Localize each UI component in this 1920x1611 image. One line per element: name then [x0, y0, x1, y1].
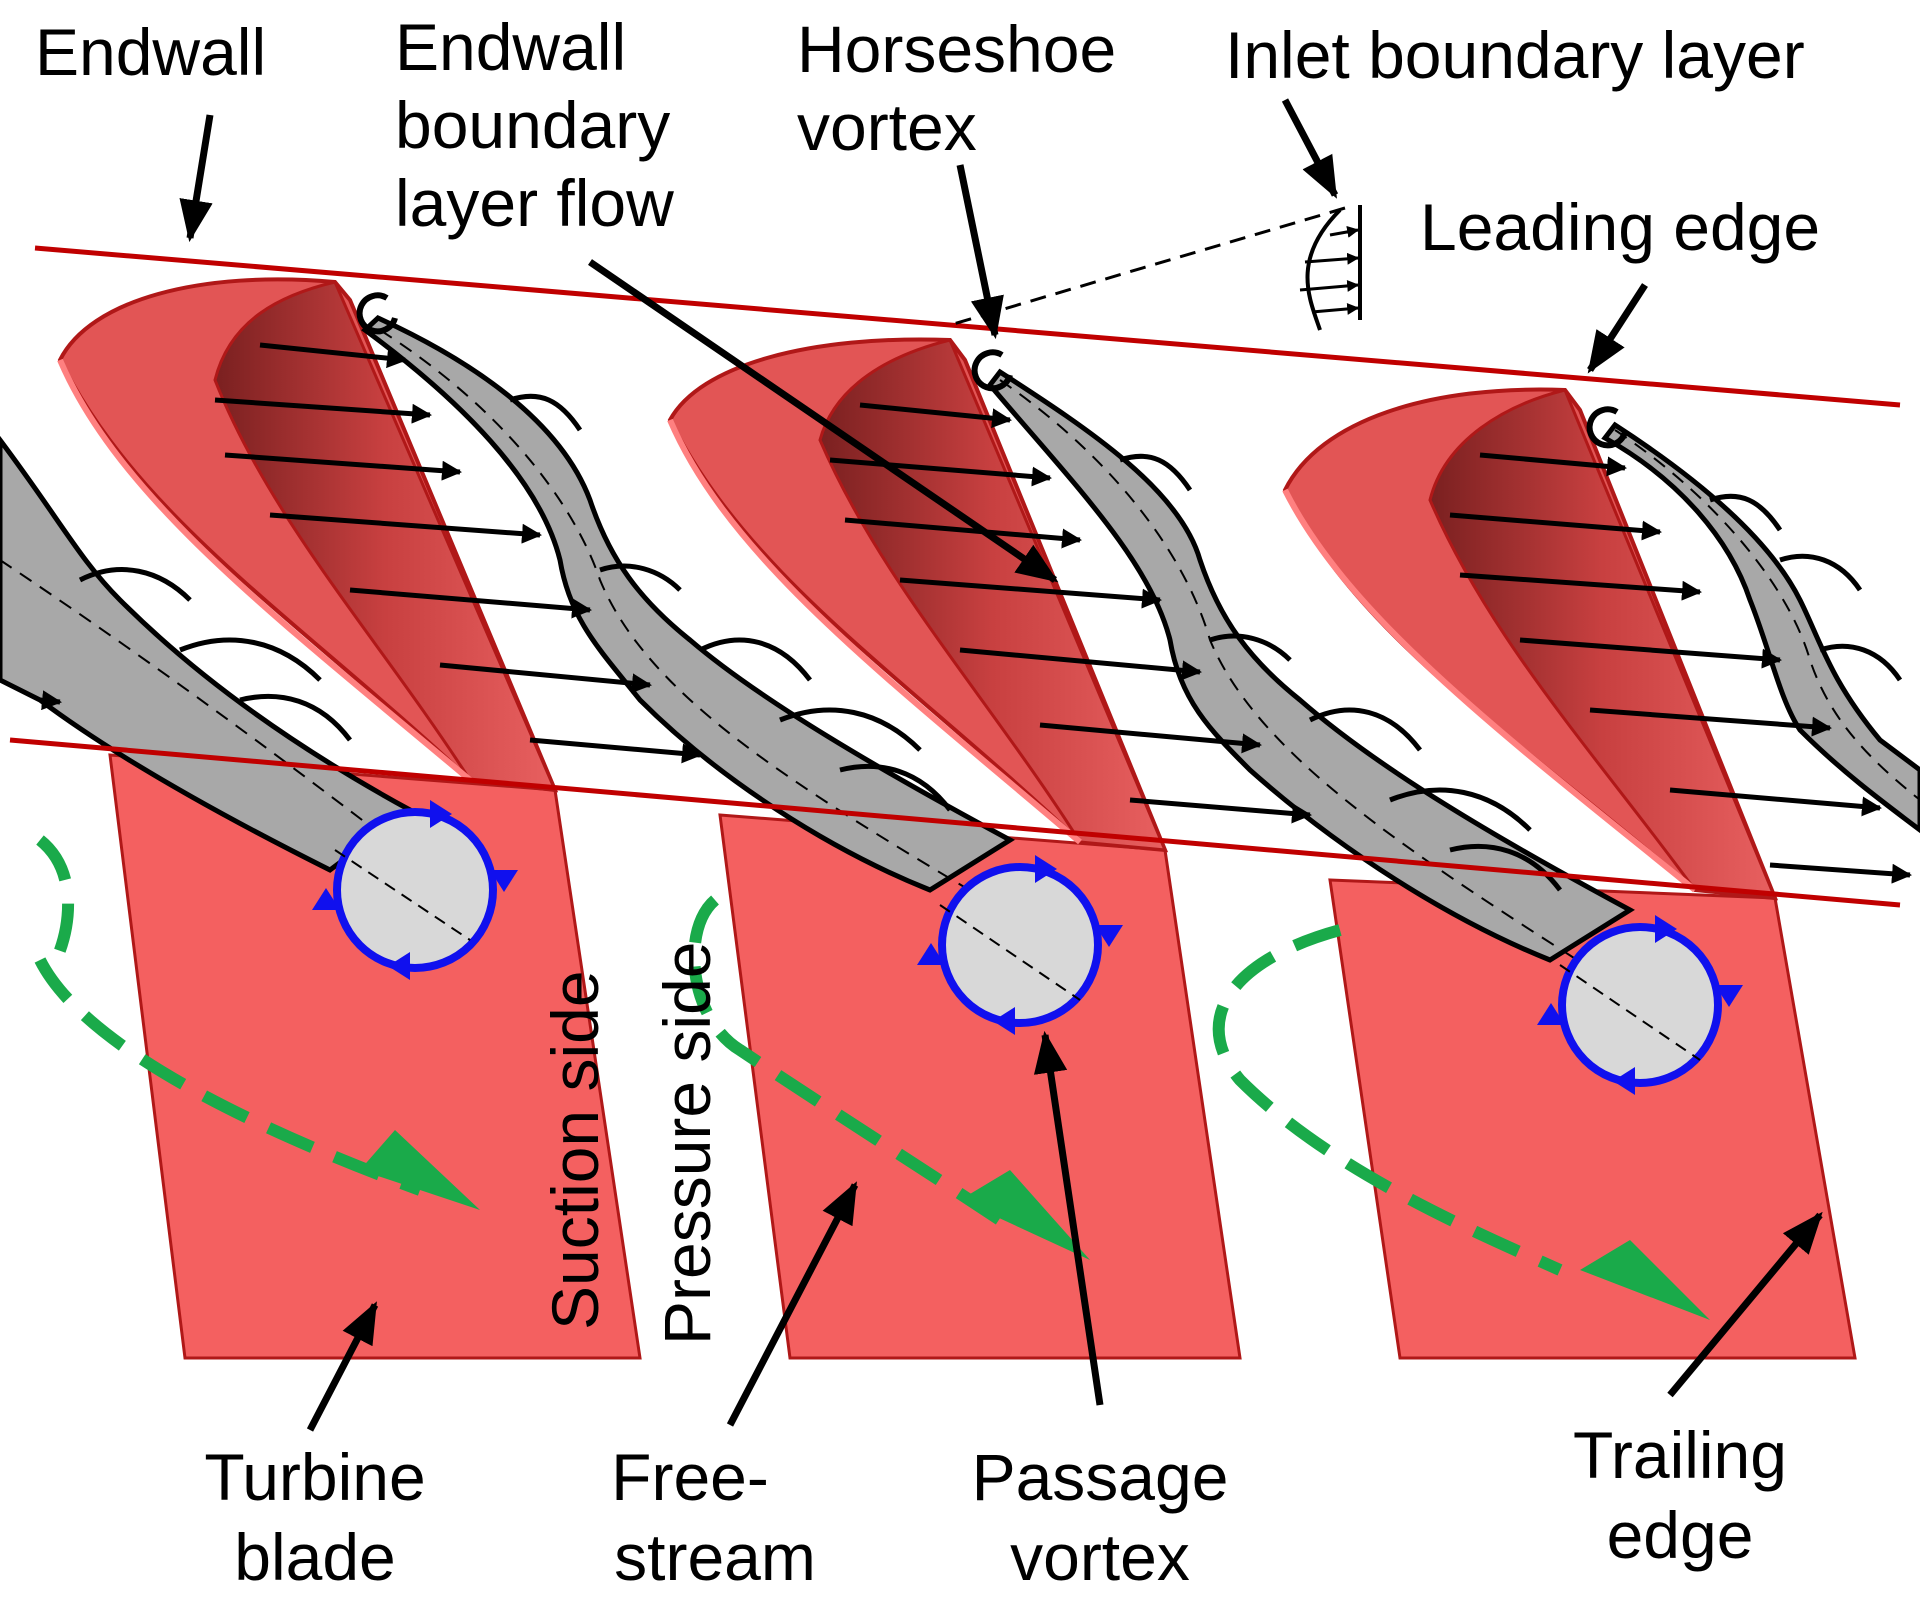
endwall-top-line — [34, 245, 1901, 408]
label-endwall: Endwall — [35, 15, 266, 89]
label-suction-side: Suction side — [538, 970, 612, 1330]
label-passage-vortex-line2: vortex — [1010, 1520, 1190, 1594]
freestream-arrowheads — [360, 1130, 1710, 1320]
label-turbine-line2: blade — [234, 1520, 396, 1594]
passage-vortex-3 — [1537, 915, 1743, 1095]
label-turbine-line1: Turbine — [204, 1440, 425, 1514]
passage-vortex-2 — [917, 855, 1123, 1035]
label-endwall-bl-line1: Endwall — [395, 10, 626, 84]
label-pointers — [179, 98, 1823, 1432]
label-freestream-line1: Free- — [611, 1440, 769, 1514]
label-pressure-side: Pressure side — [650, 941, 724, 1345]
label-leading-edge: Leading edge — [1420, 190, 1820, 264]
label-freestream-line2: stream — [614, 1520, 816, 1594]
blade-body — [1328, 878, 1857, 1360]
label-horseshoe-line2: vortex — [797, 90, 977, 164]
endwall-bottom-line — [9, 737, 1901, 908]
passage-vortex-tubes — [0, 315, 1920, 1001]
label-endwall-bl-line3: layer flow — [395, 166, 674, 240]
horseshoe-vortex-markers — [356, 292, 1628, 449]
label-inlet-bl: Inlet boundary layer — [1225, 18, 1805, 92]
blade-1 — [57, 277, 642, 1360]
labels: Endwall Endwall boundary layer flow Hors… — [35, 10, 1820, 1594]
label-trailing-line2: edge — [1607, 1498, 1754, 1572]
label-endwall-bl-line2: boundary — [395, 88, 670, 162]
label-horseshoe-line1: Horseshoe — [797, 12, 1116, 86]
label-passage-vortex-line1: Passage — [972, 1440, 1229, 1514]
inlet-boundary-layer-profile — [949, 205, 1362, 331]
label-trailing-line1: Trailing — [1573, 1418, 1787, 1492]
freestream-lines — [34, 835, 1563, 1276]
blade-inner-face — [213, 280, 558, 792]
endwall-flow-arrows — [39, 342, 1912, 884]
blade-body — [108, 753, 642, 1360]
passage-vortex-1 — [312, 800, 518, 980]
